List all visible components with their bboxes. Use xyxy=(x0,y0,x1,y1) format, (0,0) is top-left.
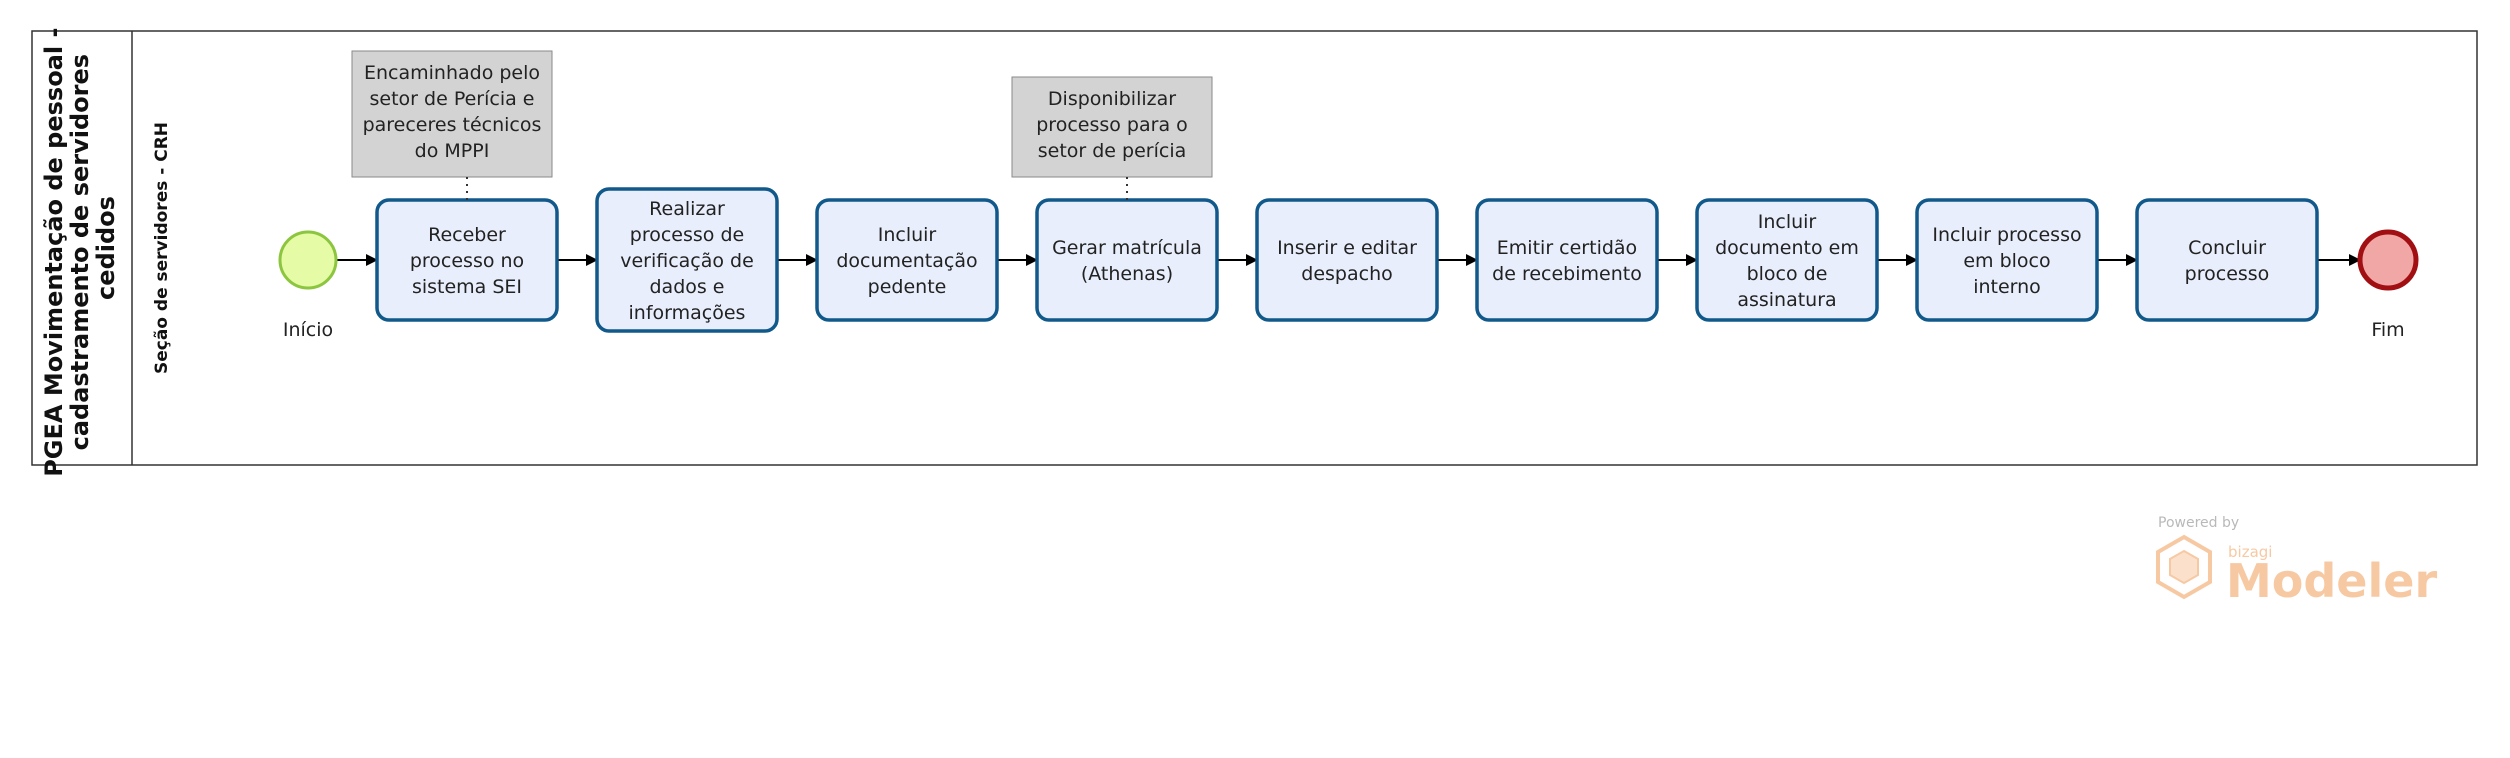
task-label-line: de recebimento xyxy=(1492,263,1642,285)
task-label-line: informações xyxy=(629,302,746,324)
task[interactable]: Inserir e editar despacho xyxy=(1255,198,1439,322)
task[interactable]: Realizar processo de verificação de dados e… xyxy=(595,187,779,333)
end-event-label: Fim xyxy=(2371,319,2404,341)
task-label-line: Realizar xyxy=(649,198,725,220)
task-label-line: verificação de xyxy=(620,250,754,272)
task-box[interactable] xyxy=(595,187,779,333)
task-label-line: processo no xyxy=(410,250,524,272)
annotation-line: setor de perícia xyxy=(1038,140,1187,162)
pool-title-line: PGEA Movimentação de pessoal - xyxy=(40,28,68,477)
task-label-line: Emitir certidão xyxy=(1497,237,1637,259)
annotation-line: Disponibilizar xyxy=(1048,88,1176,110)
end-event[interactable]: Fim xyxy=(2357,229,2419,341)
start-event[interactable]: Início xyxy=(278,230,338,341)
task-box[interactable] xyxy=(815,198,999,322)
task[interactable]: Receber processo no sistema SEI xyxy=(375,198,559,322)
annotation-line: do MPPI xyxy=(415,140,490,162)
task-label-line: documento em xyxy=(1715,237,1859,259)
text-annotation: Encaminhado pelo setor de Perícia e parece… xyxy=(351,50,553,200)
task[interactable]: Gerar matrícula (Athenas) xyxy=(1035,198,1219,322)
task-label-line: Concluir xyxy=(2188,237,2266,259)
task-label-line: interno xyxy=(1973,276,2041,298)
task-box[interactable] xyxy=(1915,198,2099,322)
pool-title-line: cedidos xyxy=(92,196,120,300)
annotation-line: processo para o xyxy=(1036,114,1188,136)
task-label-line: Incluir processo xyxy=(1932,224,2081,246)
task-label-line: Gerar matrícula xyxy=(1052,237,1202,259)
task-box[interactable] xyxy=(1255,198,1439,322)
task-box[interactable] xyxy=(2135,198,2319,322)
task[interactable]: Incluir documento em bloco de assinatura xyxy=(1695,198,1879,322)
task-label-line: em bloco xyxy=(1963,250,2050,272)
annotation-line: Encaminhado pelo xyxy=(364,62,540,84)
watermark-bizagi: bizagi xyxy=(2228,543,2272,561)
task-label-line: (Athenas) xyxy=(1081,263,1173,285)
pool-title-line: cadastramento de servidores xyxy=(66,54,94,450)
annotation-line: pareceres técnicos xyxy=(363,114,542,136)
task-label-line: processo de xyxy=(630,224,744,246)
task-label-line: Incluir xyxy=(878,224,937,246)
task-label-line: processo xyxy=(2185,263,2270,285)
annotation-box xyxy=(1011,76,1213,178)
end-event-circle[interactable] xyxy=(2357,229,2419,291)
task[interactable]: Incluir processo em bloco interno xyxy=(1915,198,2099,322)
task-label-line: sistema SEI xyxy=(412,276,522,298)
task-box[interactable] xyxy=(1695,198,1879,322)
task-label-line: assinatura xyxy=(1737,289,1836,311)
bizagi-watermark: Powered by bizagi Modeler xyxy=(2156,515,2437,608)
task[interactable]: Incluir documentação pedente xyxy=(815,198,999,322)
text-annotation: Disponibilizar processo para o setor de pe… xyxy=(1011,76,1213,200)
watermark-powered-by: Powered by xyxy=(2158,515,2239,531)
task-label-line: pedente xyxy=(868,276,947,298)
annotation-box xyxy=(351,50,553,178)
task-label-line: bloco de xyxy=(1747,263,1828,285)
task-box[interactable] xyxy=(1035,198,1219,322)
pool-title: PGEA Movimentação de pessoal - cadastram… xyxy=(40,19,120,477)
start-event-label: Início xyxy=(283,319,333,341)
task-label-line: despacho xyxy=(1301,263,1392,285)
bizagi-logo-icon xyxy=(2156,534,2212,600)
watermark-modeler: Modeler xyxy=(2226,554,2437,608)
task-label-line: Incluir xyxy=(1758,211,1817,233)
task[interactable]: Concluir processo xyxy=(2135,198,2319,322)
task-box[interactable] xyxy=(1475,198,1659,322)
task-label-line: Inserir e editar xyxy=(1277,237,1417,259)
lane-title: Seção de servidores - CRH xyxy=(152,122,172,374)
annotations: Encaminhado pelo setor de Perícia e parece… xyxy=(351,50,1213,200)
task-label-line: documentação xyxy=(836,250,977,272)
task[interactable]: Emitir certidão de recebimento xyxy=(1475,198,1659,322)
pool-frame xyxy=(31,30,2478,466)
annotation-line: setor de Perícia e xyxy=(370,88,535,110)
task-label-line: dados e xyxy=(649,276,724,298)
task-label-line: Receber xyxy=(428,224,506,246)
tasks: Receber processo no sistema SEI Realizar pro… xyxy=(375,187,2319,333)
start-event-circle[interactable] xyxy=(278,230,338,290)
